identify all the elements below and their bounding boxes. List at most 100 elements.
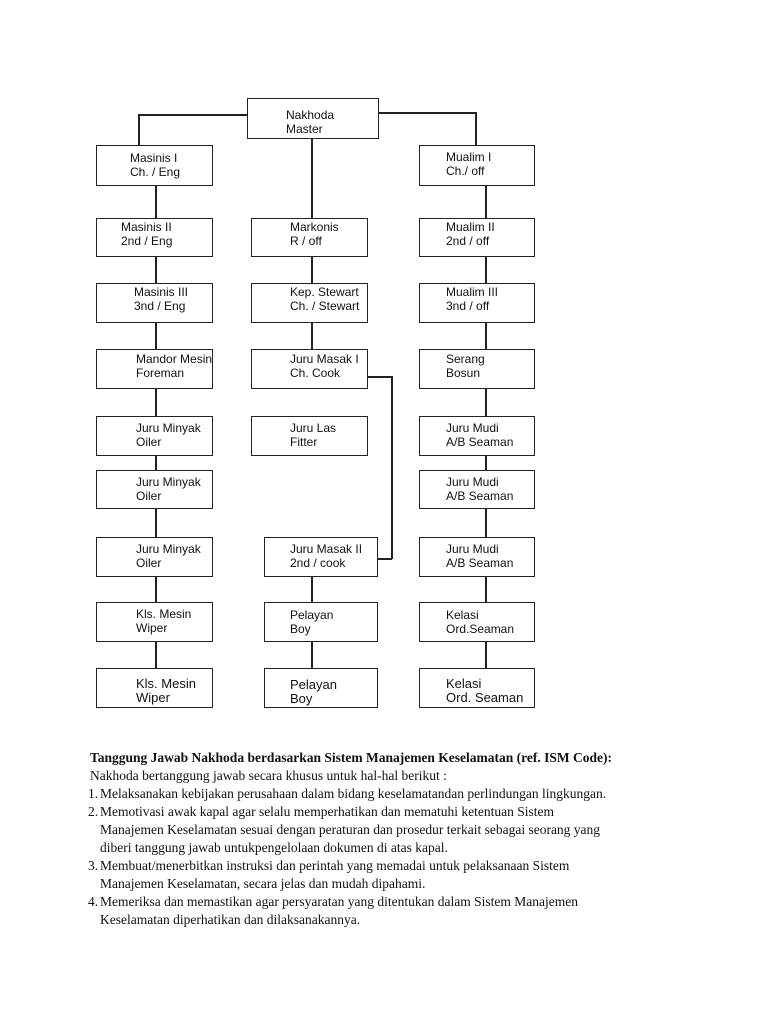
box-line-1: Nakhoda [286,108,335,122]
box-line-2: Foreman [136,366,185,380]
org-box-engine: Masinis II 2nd / Eng [96,218,213,257]
list-item-line: diberi tanggung jawab untukpengelolaan d… [100,840,448,855]
box-line-2: 2nd / Eng [121,234,173,248]
org-box-engine: Kls. Mesin Wiper [96,668,213,708]
list-item: 2. Memotivasi awak kapal agar selalu mem… [88,803,690,857]
org-box-deck: Serang Bosun [419,349,535,389]
org-box-engine: Masinis III 3nd / Eng [96,283,213,323]
box-line-2: A/B Seaman [446,489,514,503]
box-line-2: R / off [290,234,322,248]
connector-line [311,577,313,602]
list-item-line: Keselamatan diperhatikan dan dilaksanaka… [100,912,361,927]
connector-line [475,112,477,145]
connector-line [155,323,157,349]
connector-line [378,558,392,560]
box-line-2: Boy [290,622,311,636]
list-number: 3. [88,858,99,873]
connector-line [138,114,248,116]
box-line-1: Juru Minyak [136,475,201,489]
org-box-deck: Kelasi Ord.Seaman [419,602,535,642]
box-line-2: Ch./ off [446,164,485,178]
org-box-center: Pelayan Boy [264,602,378,642]
connector-line [391,376,393,559]
box-line-1: Juru Minyak [136,421,201,435]
list-number: 2. [88,804,99,819]
list-item-line: Manajemen Keselamatan sesuai dengan pera… [100,822,601,837]
org-box-center: Markonis R / off [251,218,368,257]
list-item-line: Memotivasi awak kapal agar selalu memper… [100,804,554,819]
list-item-line: Manajemen Keselamatan, secara jelas dan … [100,876,426,891]
box-line-2: 3nd / off [446,299,490,313]
box-line-1: Masinis II [121,220,172,234]
org-box-engine: Mandor Mesin Foreman [96,349,213,389]
box-line-1: Masinis I [130,151,178,165]
list-item-line: Membuat/menerbitkan instruksi dan perint… [100,858,570,873]
connector-line [311,138,313,218]
list-item-line: Memeriksa dan memastikan agar persyarata… [100,894,578,909]
connector-line [311,642,313,668]
box-line-1: Kelasi [446,608,479,622]
org-box-engine: Juru Minyak Oiler [96,416,213,456]
box-line-2: Wiper [136,621,168,635]
box-line-1: Kep. Stewart [290,285,359,299]
connector-line [378,112,476,114]
org-box-master: Nakhoda Master [247,98,379,139]
connector-line [155,389,157,416]
ism-responsibilities: Tanggung Jawab Nakhoda berdasarkan Siste… [88,749,690,929]
box-line-1: Kls. Mesin [136,676,196,691]
connector-line [138,114,140,145]
box-line-1: Juru Masak II [290,542,363,556]
connector-line [485,509,487,537]
org-box-engine: Masinis I Ch. / Eng [96,145,213,186]
connector-line [311,257,313,283]
connector-line [485,577,487,602]
box-line-2: Ch. / Eng [130,165,181,179]
box-line-1: Juru Mudi [446,475,499,489]
box-line-1: Pelayan [290,677,337,692]
connector-line [155,257,157,283]
box-line-1: Juru Mudi [446,421,499,435]
box-line-2: Ord.Seaman [446,622,515,636]
org-box-engine: Juru Minyak Oiler [96,537,213,577]
box-line-2: Ord. Seaman [446,690,524,705]
box-line-1: Mandor Mesin [136,352,213,366]
box-line-1: Kls. Mesin [136,607,192,621]
box-line-2: Master [286,122,323,136]
org-box-deck: Mualim I Ch./ off [419,145,535,186]
box-line-1: Juru Masak I [290,352,359,366]
org-box-deck: Kelasi Ord. Seaman [419,668,535,708]
connector-line [485,456,487,470]
org-box-deck: Mualim III 3nd / off [419,283,535,323]
connector-line [155,642,157,668]
connector-line [485,389,487,416]
box-line-2: Oiler [136,556,162,570]
box-line-2: A/B Seaman [446,435,514,449]
connector-line [485,257,487,283]
org-box-deck: Mualim II 2nd / off [419,218,535,257]
org-box-deck: Juru Mudi A/B Seaman [419,416,535,456]
connector-line [155,577,157,602]
list-number: 1. [88,786,99,801]
section-heading: Tanggung Jawab Nakhoda berdasarkan Siste… [90,750,613,765]
org-box-deck: Juru Mudi A/B Seaman [419,470,535,509]
list-number: 4. [88,894,99,909]
list-item: 1. Melaksanakan kebijakan perusahaan dal… [88,785,690,803]
box-line-1: Juru Minyak [136,542,201,556]
connector-line [368,376,392,378]
box-line-1: Kelasi [446,676,482,691]
list-item-line: Melaksanakan kebijakan perusahaan dalam … [100,786,607,801]
connector-line [485,642,487,668]
org-box-center: Juru Masak II 2nd / cook [264,537,378,577]
connector-line [485,323,487,349]
org-box-engine: Juru Minyak Oiler [96,470,213,509]
box-line-1: Juru Las [290,421,337,435]
box-line-2: 3nd / Eng [134,299,186,313]
box-line-1: Masinis III [134,285,189,299]
box-line-2: A/B Seaman [446,556,514,570]
list-item: 3. Membuat/menerbitkan instruksi dan per… [88,857,690,893]
org-box-center: Juru Masak I Ch. Cook [251,349,368,389]
intro-text: Nakhoda bertanggung jawab secara khusus … [90,768,447,783]
org-box-deck: Juru Mudi A/B Seaman [419,537,535,577]
box-line-2: Ch. / Stewart [290,299,360,313]
connector-line [155,456,157,470]
